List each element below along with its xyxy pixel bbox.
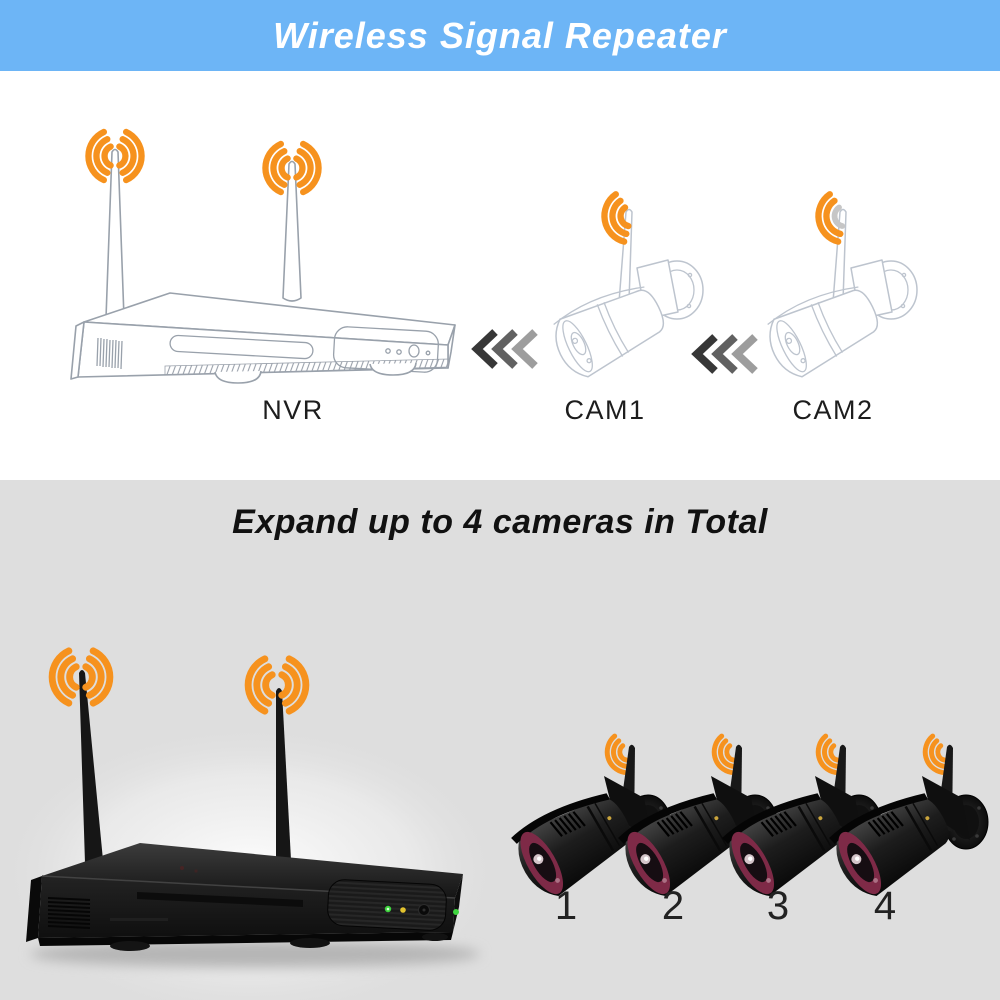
camera-number-2: 2 — [661, 884, 685, 928]
vent-grille — [47, 897, 91, 929]
title-banner: Wireless Signal Repeater — [0, 0, 1000, 71]
antenna-icon — [282, 160, 302, 302]
signal-direction-arrows-icon — [691, 334, 758, 374]
nvr-product-photo — [0, 622, 505, 1000]
banner-title: Wireless Signal Repeater — [273, 14, 727, 56]
signal-direction-arrows-icon — [471, 329, 538, 369]
expand-section-title: Expand up to 4 cameras in Total — [232, 503, 768, 541]
status-led-green — [453, 909, 459, 915]
antenna-icon — [79, 670, 103, 863]
camera-number-3: 3 — [766, 884, 790, 928]
camera-number-1: 1 — [554, 884, 578, 928]
nvr-line-drawing — [70, 120, 456, 384]
vent-grille — [96, 337, 123, 370]
cam2-label: CAM2 — [792, 395, 874, 425]
cam1-label: CAM1 — [564, 395, 646, 425]
camera-photo-4 — [824, 712, 994, 927]
front-panel — [327, 879, 447, 931]
antenna-icon — [276, 688, 291, 861]
camera-number-4: 4 — [873, 884, 897, 928]
status-led-yellow — [400, 907, 406, 913]
nvr-label: NVR — [262, 395, 324, 425]
camera-line-drawing-cam2 — [758, 200, 918, 385]
